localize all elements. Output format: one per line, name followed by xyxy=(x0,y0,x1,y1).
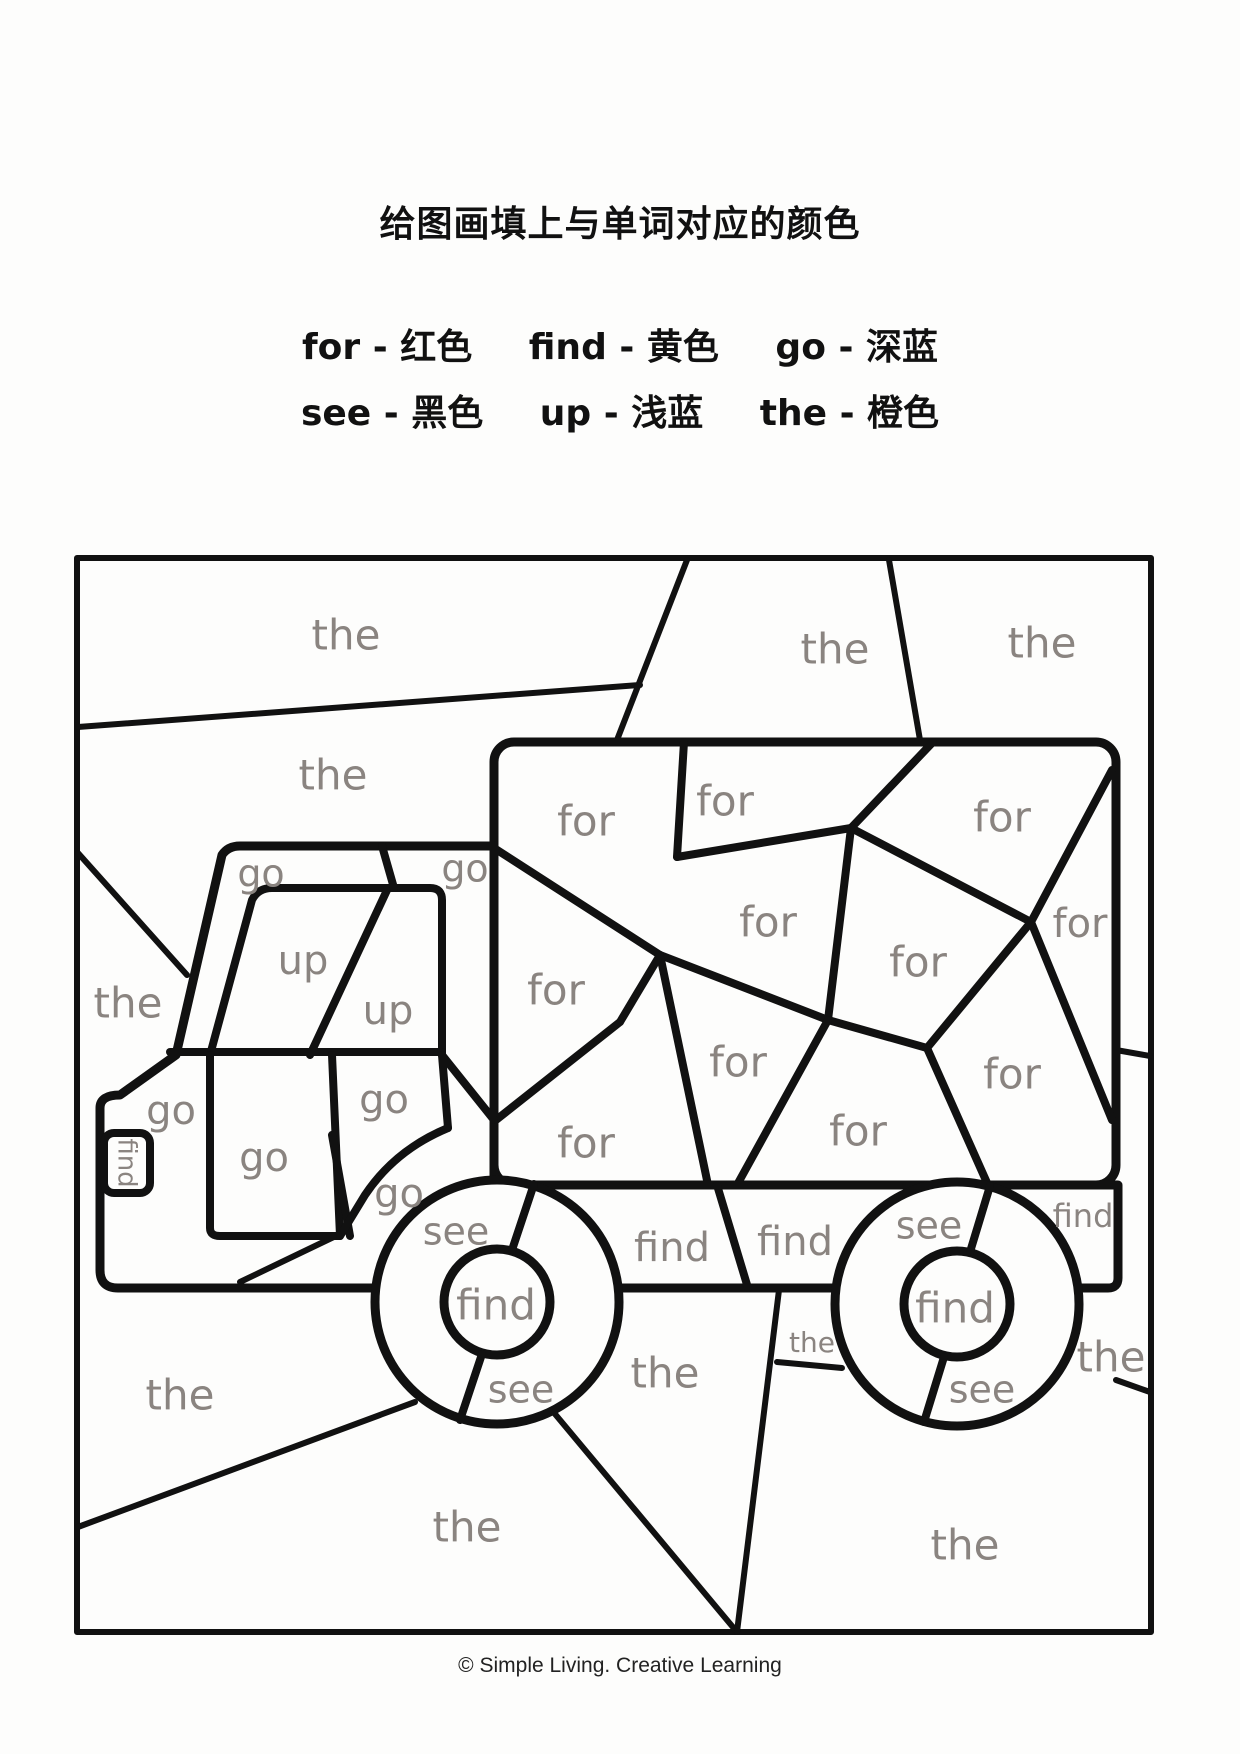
region-word-for: for xyxy=(829,1107,887,1156)
truck-box-cells xyxy=(490,738,1116,1189)
region-word-go: go xyxy=(359,1077,409,1123)
color-legend-row-1: for - 红色 find - 黄色 go - 深蓝 xyxy=(0,318,1240,370)
legend-item-go: go - 深蓝 xyxy=(775,327,938,368)
cab-window-outline xyxy=(206,884,446,1059)
region-word-labels: the the the the the the the the the the the for for f… xyxy=(94,611,1146,1570)
cab-door-outline xyxy=(206,1051,344,1240)
region-word-the: the xyxy=(146,1371,215,1420)
rear-wheel-outline xyxy=(830,1177,1084,1431)
region-word-find: find xyxy=(757,1219,833,1265)
legend-item-the: the - 橙色 xyxy=(759,393,940,434)
region-word-find: find xyxy=(915,1284,995,1333)
region-word-find: find xyxy=(456,1281,536,1330)
region-word-the: the xyxy=(433,1503,502,1552)
region-word-see: see xyxy=(896,1204,963,1248)
copyright-footer: © Simple Living. Creative Learning xyxy=(458,1654,782,1677)
region-word-for: for xyxy=(739,898,797,947)
headlight-outline xyxy=(100,1129,154,1197)
truck-cab-outline xyxy=(95,841,1123,1293)
front-wheel-outline xyxy=(370,1175,624,1429)
region-word-for: for xyxy=(983,1050,1041,1099)
region-word-for: for xyxy=(709,1038,767,1087)
region-word-for: for xyxy=(696,777,754,826)
legend-item-see: see - 黑色 xyxy=(300,393,484,434)
region-word-up: up xyxy=(363,988,414,1034)
region-word-the: the xyxy=(801,625,870,674)
region-word-go: go xyxy=(237,852,284,896)
picture-frame xyxy=(74,555,1154,1635)
region-word-for: for xyxy=(889,938,947,987)
color-legend-row-2: see - 黑色 up - 浅蓝 the - 橙色 xyxy=(0,384,1240,436)
region-word-see: see xyxy=(949,1368,1016,1412)
region-word-the: the xyxy=(312,611,381,660)
region-word-the: the xyxy=(931,1521,1000,1570)
region-word-for: for xyxy=(1053,901,1109,947)
region-word-go: go xyxy=(374,1171,424,1217)
region-word-the: the xyxy=(789,1326,835,1359)
region-word-the: the xyxy=(1008,619,1077,668)
legend-item-for: for - 红色 xyxy=(302,327,473,368)
region-word-go: go xyxy=(441,847,488,891)
region-word-the: the xyxy=(1077,1333,1146,1382)
legend-item-find: find - 黄色 xyxy=(528,327,719,368)
region-word-go: go xyxy=(146,1088,196,1134)
region-word-see: see xyxy=(488,1368,555,1412)
region-word-find: find xyxy=(112,1138,142,1187)
region-word-for: for xyxy=(973,793,1031,842)
region-word-for: for xyxy=(557,797,615,846)
region-word-up: up xyxy=(278,938,329,984)
region-word-see: see xyxy=(423,1210,490,1254)
region-word-the: the xyxy=(631,1349,700,1398)
region-word-for: for xyxy=(527,966,585,1015)
region-word-the: the xyxy=(299,751,368,800)
picture-outlines xyxy=(74,555,1154,1635)
legend-item-up: up - 浅蓝 xyxy=(539,393,704,434)
region-word-find: find xyxy=(1053,1197,1114,1235)
region-word-find: find xyxy=(634,1225,710,1271)
background-lines xyxy=(75,557,1153,1635)
worksheet-title: 给图画填上与单词对应的颜色 xyxy=(379,204,861,245)
region-word-for: for xyxy=(557,1119,615,1168)
region-word-go: go xyxy=(239,1135,289,1181)
region-word-the: the xyxy=(94,979,163,1028)
